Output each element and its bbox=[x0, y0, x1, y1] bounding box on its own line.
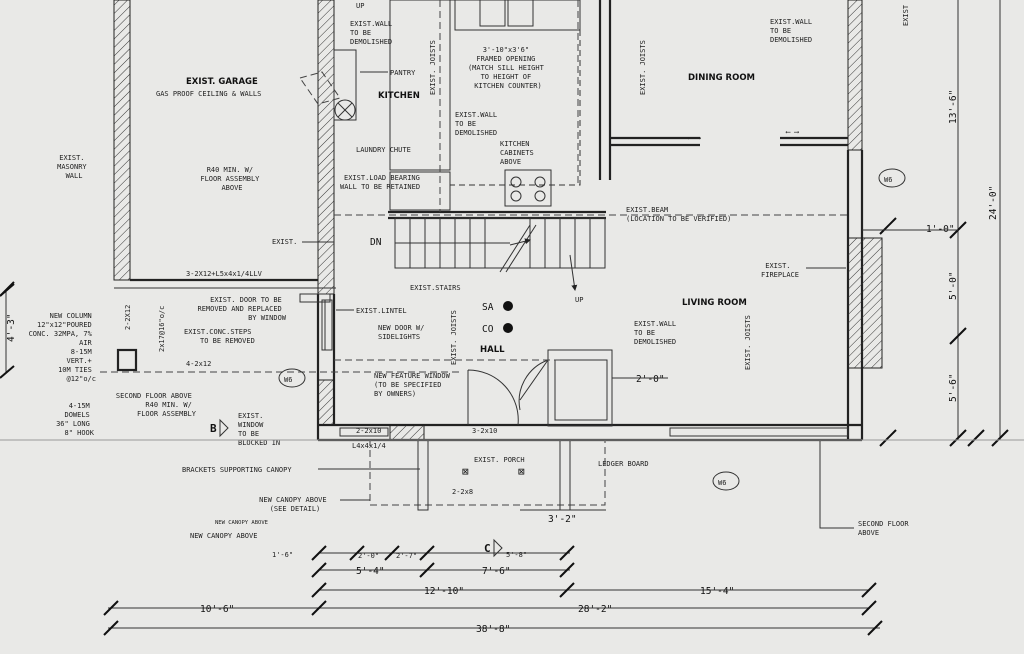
label-second-floor-above: SECOND FLOOR ABOVE bbox=[858, 520, 913, 537]
label-blocked-window: EXIST. WINDOW TO BE BLOCKED IN bbox=[238, 412, 280, 447]
svg-text:W6: W6 bbox=[284, 376, 292, 384]
label-joists-kitchen: EXIST. JOISTS bbox=[429, 40, 437, 95]
svg-text:⟵ ⟶: ⟵ ⟶ bbox=[785, 128, 799, 136]
label-wall-demo-4: EXIST.WALL TO BE DEMOLISHED bbox=[634, 320, 680, 346]
garage-left-wall bbox=[113, 0, 131, 281]
label-co: CO bbox=[482, 324, 494, 335]
smoke-alarm-marker bbox=[503, 301, 513, 311]
co-alarm-marker bbox=[503, 323, 513, 333]
svg-text:⟵ ⟶: ⟵ ⟶ bbox=[687, 134, 701, 142]
dim-2-0: 2'-0" bbox=[636, 374, 665, 385]
dim-5-8: 5'-8" bbox=[506, 551, 527, 559]
label-wall-demo-2: EXIST.WALL TO BE DEMOLISHED bbox=[770, 18, 816, 44]
dim-5-0: 5'-0" bbox=[948, 271, 959, 300]
dim-24-0: 24'-0" bbox=[988, 186, 999, 220]
label-wall-demo-1: EXIST.WALL TO BE DEMOLISHED bbox=[350, 20, 396, 46]
label-dowels: 4-15M DOWELS 36" LONG 8" HOOK bbox=[56, 402, 95, 437]
dim-2-7: 2'-7" bbox=[396, 552, 417, 560]
dim-5-6: 5'-6" bbox=[948, 373, 959, 402]
label-lintel: EXIST.LINTEL bbox=[356, 307, 407, 315]
svg-text:⊠: ⊠ bbox=[518, 465, 525, 478]
label-beam: EXIST.BEAM (LOCATION TO BE VERIFIED) bbox=[626, 206, 731, 223]
w6-tag-right: W6 bbox=[878, 168, 906, 188]
dim-3-2: 3'-2" bbox=[548, 514, 577, 525]
label-second-floor-r40: SECOND FLOOR ABOVE R40 MIN. W/ FLOOR ASS… bbox=[116, 392, 197, 418]
svg-text:W6: W6 bbox=[718, 479, 726, 487]
label-framed-opening: 3'-10"x3'6" FRAMED OPENING (MATCH SILL H… bbox=[468, 46, 548, 90]
label-pantry: PANTRY bbox=[390, 69, 416, 77]
dim-12-10: 12'-10" bbox=[424, 586, 464, 597]
label-joists-living: EXIST. JOISTS bbox=[744, 315, 752, 370]
room-dining: DINING ROOM bbox=[688, 73, 755, 83]
label-porch: EXIST. PORCH bbox=[474, 456, 525, 464]
svg-text:C: C bbox=[484, 542, 491, 555]
room-living: LIVING ROOM bbox=[682, 298, 747, 308]
label-joists-dining: EXIST. JOISTS bbox=[639, 40, 647, 95]
label-two-2x10: 2-2x10 bbox=[356, 427, 381, 435]
label-beam-header: 3-2X12+L5x4x1/4LLV bbox=[186, 270, 263, 278]
dim-28-2: 28'-2" bbox=[578, 604, 612, 615]
section-marker-b: B bbox=[210, 418, 229, 438]
label-kitchen-cabinets: KITCHEN CABINETS ABOVE bbox=[500, 140, 538, 166]
label-canopy-small2: NEW CANOPY ABOVE bbox=[190, 532, 257, 540]
w6-tag-bottom: W6 bbox=[712, 471, 740, 491]
label-masonry-wall: EXIST. MASONRY WALL bbox=[57, 154, 91, 180]
entry-door-swing bbox=[467, 369, 519, 426]
svg-text:W6: W6 bbox=[884, 176, 892, 184]
stairs bbox=[394, 217, 606, 291]
dim-2-0b: 2'-0" bbox=[358, 552, 379, 560]
label-four-2x12: 4-2x12 bbox=[186, 360, 211, 368]
label-up-stairs: UP bbox=[575, 296, 583, 304]
label-exist: EXIST. bbox=[272, 238, 297, 246]
label-l4x4: L4x4x1/4 bbox=[352, 442, 386, 450]
room-garage: EXIST. GARAGE bbox=[186, 77, 258, 87]
label-three-2x10: 3-2x10 bbox=[472, 427, 497, 435]
w6-tag-left: W6 bbox=[278, 368, 306, 388]
dim-10-6: 10'-6" bbox=[200, 604, 234, 615]
label-sa: SA bbox=[482, 302, 494, 313]
stove bbox=[504, 169, 552, 207]
label-exist-stairs: EXIST.STAIRS bbox=[410, 284, 461, 292]
section-marker-c: C bbox=[484, 538, 503, 558]
label-joists-hall: EXIST. JOISTS bbox=[450, 310, 458, 365]
label-canopy-small: NEW CANOPY ABOVE bbox=[215, 520, 268, 526]
fireplace bbox=[847, 237, 883, 369]
dim-5-4: 5'-4" bbox=[356, 566, 385, 577]
label-conc-steps: EXIST.CONC.STEPS TO BE REMOVED bbox=[184, 328, 256, 345]
label-door-replaced: EXIST. DOOR TO BE REMOVED AND REPLACED B… bbox=[197, 296, 286, 322]
garage-right-wall bbox=[317, 0, 335, 295]
svg-text:⊠: ⊠ bbox=[462, 465, 469, 478]
label-fireplace: EXIST. FIREPLACE bbox=[761, 262, 799, 279]
label-r40: R40 MIN. W/ FLOOR ASSEMBLY ABOVE bbox=[200, 166, 263, 192]
label-2x17-vertical: 2x17@16"o/c bbox=[158, 306, 166, 352]
label-up-top: UP bbox=[356, 2, 364, 10]
svg-text:B: B bbox=[210, 422, 217, 435]
dim-1-6: 1'-6" bbox=[272, 551, 293, 559]
new-column bbox=[116, 348, 138, 372]
dim-13-6: 13'-6" bbox=[948, 90, 959, 124]
dim-4-3: 4'-3" bbox=[6, 313, 17, 342]
label-brackets: BRACKETS SUPPORTING CANOPY bbox=[182, 466, 292, 474]
room-kitchen: KITCHEN bbox=[378, 91, 420, 101]
porch bbox=[369, 439, 606, 506]
dim-7-6: 7'-6" bbox=[482, 566, 511, 577]
label-2x12-vertical: 2-2X12 bbox=[124, 305, 132, 330]
label-laundry: LAUNDRY CHUTE bbox=[356, 146, 411, 154]
dim-38-8: 38'-8" bbox=[476, 624, 510, 635]
label-dn: DN bbox=[370, 237, 382, 248]
room-hall: HALL bbox=[480, 345, 505, 355]
label-new-canopy: NEW CANOPY ABOVE (SEE DETAIL) bbox=[259, 496, 331, 513]
right-exterior-wall bbox=[847, 0, 863, 151]
label-gas-proof: GAS PROOF CEILING & WALLS bbox=[156, 90, 261, 98]
label-two-2x8: 2-2x8 bbox=[452, 488, 473, 496]
label-new-column: NEW COLUMN 12"x12"POURED CONC. 32MPA, 7%… bbox=[29, 312, 96, 383]
label-wall-demo-3: EXIST.WALL TO BE DEMOLISHED bbox=[455, 111, 501, 137]
label-load-bearing: EXIST.LOAD BEARING WALL TO BE RETAINED bbox=[340, 174, 424, 191]
label-feature-window: NEW FEATURE WINDOW (TO BE SPECIFIED BY O… bbox=[374, 372, 454, 398]
label-joists-top-right: EXIST bbox=[902, 4, 910, 26]
dim-15-4: 15'-4" bbox=[700, 586, 734, 597]
label-ledger: LEDGER BOARD bbox=[598, 460, 649, 468]
label-new-door: NEW DOOR W/ SIDELIGHTS bbox=[378, 324, 429, 341]
